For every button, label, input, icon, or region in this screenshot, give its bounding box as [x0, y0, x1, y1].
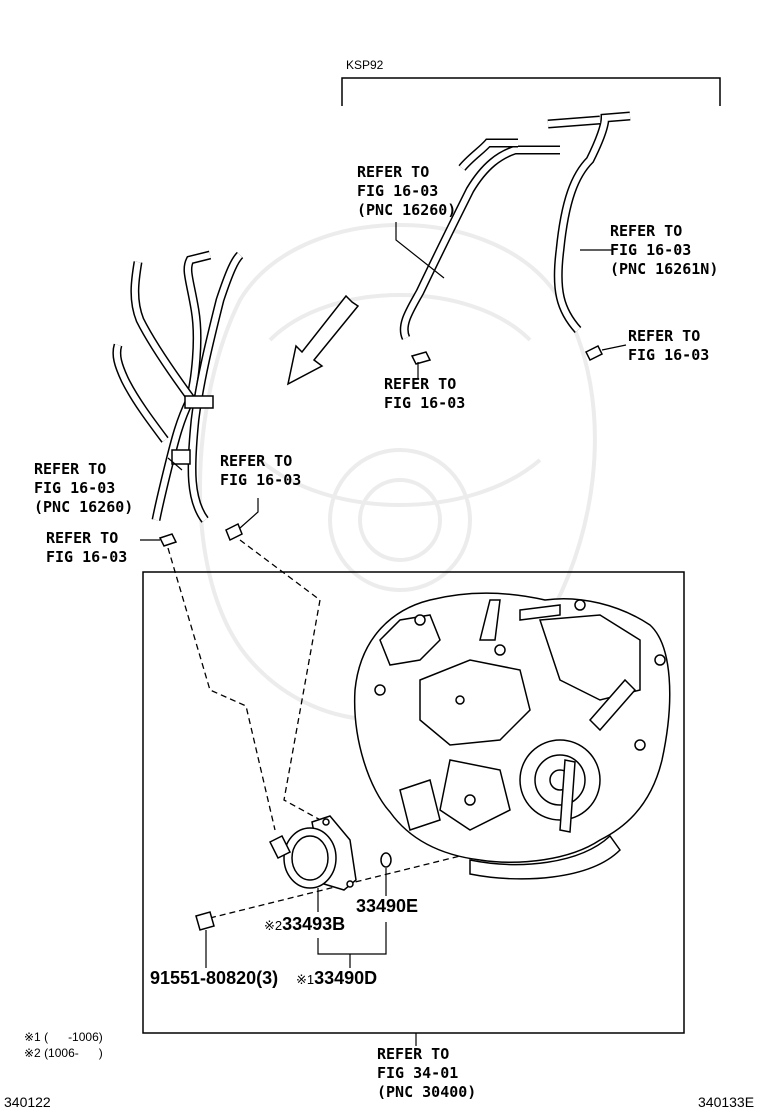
leader-lines [140, 222, 627, 541]
assembly-mark: ※1 [296, 972, 315, 987]
code-right: 340133E [698, 1094, 755, 1110]
part-bolt[interactable]: 91551-80820(3) [150, 968, 279, 988]
part-cooler[interactable]: ※233493B [264, 914, 346, 934]
clamp-right [584, 344, 604, 362]
code-left: 340122 [4, 1094, 51, 1110]
part-assembly[interactable]: ※133490D [296, 968, 378, 988]
note-2: ※2 (1006- ) [24, 1046, 103, 1060]
clamp-left [158, 533, 178, 547]
union-bolt [195, 911, 215, 931]
oil-cooler [268, 815, 357, 891]
clamp-mid [225, 522, 243, 542]
hose-top-right [547, 111, 631, 334]
note-1: ※1 ( -1006) [24, 1030, 103, 1044]
hose-left-assembly [112, 250, 244, 523]
part-leaders [205, 868, 387, 968]
variant-label: KSP92 [346, 58, 384, 72]
gasket-ring [380, 852, 392, 868]
direction-arrow [286, 294, 360, 386]
transmission-illustration [353, 592, 671, 880]
dashed-connections [167, 539, 461, 919]
clamp-center [410, 351, 432, 365]
cooler-mark: ※2 [264, 918, 283, 933]
assembly-box [142, 571, 685, 1034]
ksp92-bracket [341, 77, 721, 106]
hose-top-center [399, 138, 560, 340]
part-gasket[interactable]: 33490E [356, 896, 419, 916]
